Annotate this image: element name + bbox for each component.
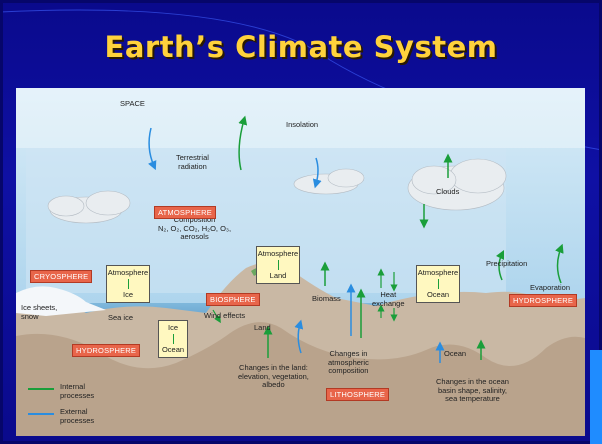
insolation-label: Insolation: [286, 120, 319, 129]
atmosphere-land-box: Atmosphere Land: [256, 246, 300, 284]
space-label: SPACE: [120, 99, 145, 108]
land-label: Land: [254, 323, 271, 332]
box-bottom-label: Ocean: [426, 290, 450, 299]
wind-effects-label: Wind effects: [204, 311, 246, 320]
clouds-label: Clouds: [436, 187, 460, 196]
hydrosphere-tag-left: HYDROSPHERE: [72, 344, 141, 357]
box-bottom-label: Ice: [122, 290, 133, 299]
biosphere-tag: BIOSPHERE: [206, 293, 260, 306]
external-process-swatch: [28, 413, 54, 415]
terrestrial-radiation-label: Terrestrial radiation: [176, 153, 209, 171]
double-arrow-icon: [172, 334, 174, 344]
atmosphere-ocean-box: Atmosphere Ocean: [416, 265, 460, 303]
double-arrow-icon: [277, 260, 279, 270]
box-top-label: Ice: [167, 323, 178, 332]
ice-ocean-box: Ice Ocean: [158, 320, 188, 358]
heat-exchange-label: Heat exchange: [372, 290, 405, 308]
slide-title: Earth’s Climate System: [104, 30, 498, 64]
slide-accent-bar: [590, 350, 602, 444]
climate-system-figure: SPACE Insolation Terrestrial radiation C…: [16, 88, 585, 436]
internal-process-swatch: [28, 388, 54, 390]
double-arrow-icon: [127, 279, 129, 289]
changes-land-label: Changes in the land: elevation, vegetati…: [238, 363, 309, 390]
box-bottom-label: Land: [269, 271, 287, 280]
ice-sheets-snow-label: Ice sheets, snow: [21, 303, 58, 321]
box-top-label: Atmosphere: [417, 268, 459, 277]
legend-external-label: External processes: [60, 407, 95, 425]
biomass-label: Biomass: [312, 294, 341, 303]
box-bottom-label: Ocean: [161, 345, 185, 354]
legend-internal-label: Internal processes: [60, 382, 95, 400]
changes-composition-label: Changes in atmospheric composition: [328, 349, 369, 376]
precipitation-label: Precipitation: [486, 259, 528, 268]
sea-ice-label: Sea ice: [108, 313, 134, 322]
evaporation-label: Evaporation: [530, 283, 571, 292]
composition-label: Composition N₂, O₂, CO₂, H₂O, O₃, aeroso…: [158, 215, 232, 242]
box-top-label: Atmosphere: [107, 268, 149, 277]
atmosphere-tag: ATMOSPHERE: [154, 206, 216, 219]
double-arrow-icon: [437, 279, 439, 289]
ocean-label: Ocean: [444, 349, 467, 358]
box-top-label: Atmosphere: [257, 249, 299, 258]
hydrosphere-tag-right: HYDROSPHERE: [509, 294, 578, 307]
changes-ocean-label: Changes in the ocean basin shape, salini…: [436, 377, 509, 404]
lithosphere-tag: LITHOSPHERE: [326, 388, 390, 401]
cryosphere-tag: CRYOSPHERE: [30, 270, 93, 283]
atmosphere-ice-box: Atmosphere Ice: [106, 265, 150, 303]
